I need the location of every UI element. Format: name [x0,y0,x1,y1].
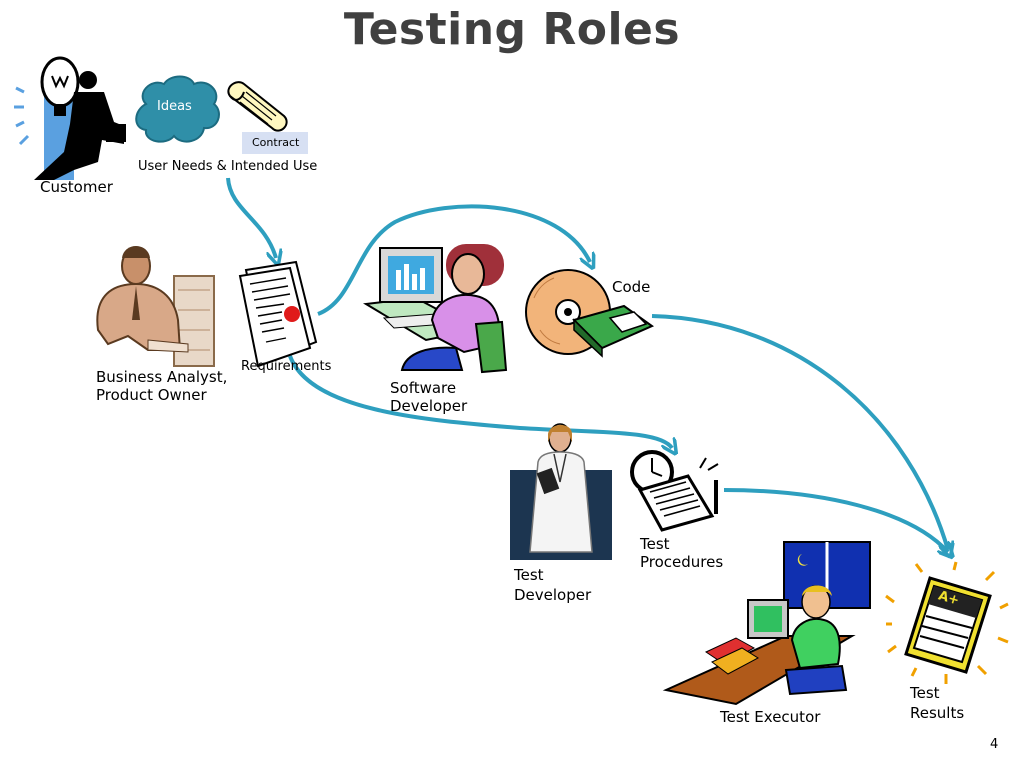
arrow-needs-to-requirements [226,177,276,258]
test-results-label-line1: Test [910,684,940,702]
arrow-code-to-results [651,314,948,550]
contract-scroll-icon [227,81,308,154]
test-developer-label-line1: Test [514,566,544,584]
user-needs-label: User Needs & Intended Use [138,159,318,174]
software-developer-label-line2: Developer [390,397,468,415]
test-executor-icon [662,541,871,706]
customer-label: Customer [40,178,113,196]
business-analyst-label-line2: Product Owner [96,386,207,404]
test-procedures-icon [630,450,719,532]
business-analyst-icon [96,246,215,367]
software-developer-label-line1: Software [390,379,457,397]
ideas-cloud-icon [135,75,220,143]
test-procedures-label-line2: Procedures [640,553,724,571]
test-executor-label: Test Executor [720,708,821,726]
page-number: 4 [990,737,999,752]
requirements-label: Requirements [241,359,332,374]
business-analyst-label-line1: Business Analyst, [96,368,228,386]
arrow-requirements-to-code [317,204,590,316]
test-developer-icon [510,423,612,560]
code-label: Code [612,278,651,296]
arrow-requirements-to-procedures [288,355,672,448]
requirements-document-icon [238,260,318,368]
slide-title: Testing Roles [343,4,681,55]
test-developer-label-line2: Developer [514,586,592,604]
arrow-procedures-to-results [723,488,948,552]
software-developer-icon [362,244,508,374]
test-results-label-line2: Results [910,704,965,722]
contract-label: Contract [252,136,300,149]
code-disc-icon [525,269,655,358]
test-results-icon [885,561,1009,684]
customer-icon [14,56,126,180]
test-procedures-label-line1: Test [640,535,670,553]
ideas-label: Ideas [157,99,192,114]
